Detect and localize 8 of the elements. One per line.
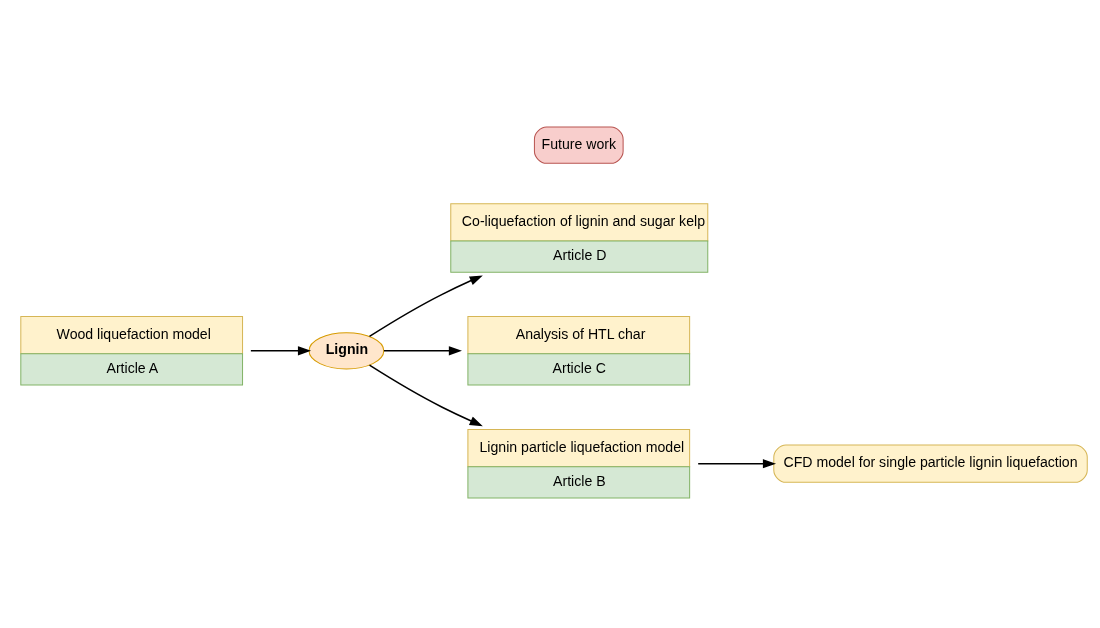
arrow xyxy=(383,345,462,355)
arrow xyxy=(368,363,483,426)
node-box: CFD model for single particle lignin liquefaction xyxy=(773,444,1088,483)
node-box: Future work xyxy=(533,126,624,164)
arrow xyxy=(368,274,483,337)
node-ellipse: Lignin xyxy=(308,331,385,369)
arrow xyxy=(250,345,312,355)
arrow xyxy=(697,458,776,468)
